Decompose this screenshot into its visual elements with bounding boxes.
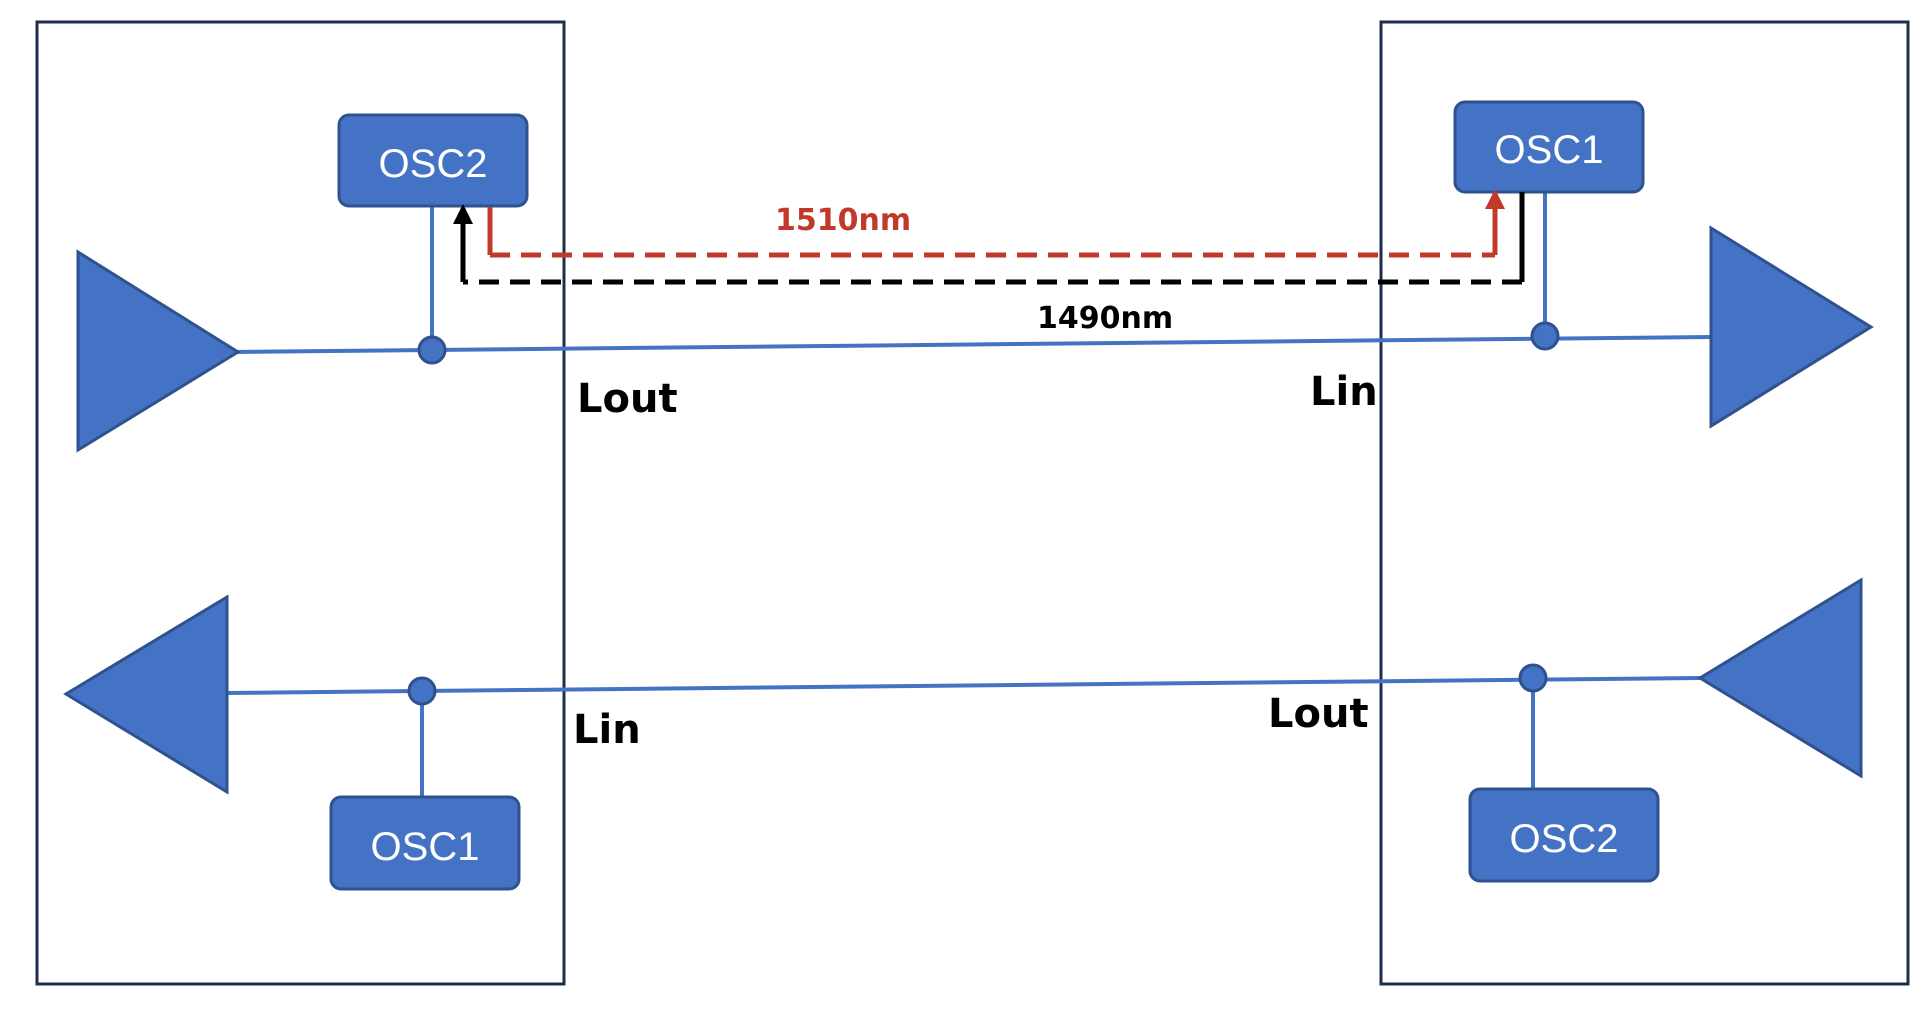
left-osc1-box[interactable]: OSC1 bbox=[329, 795, 521, 891]
right-osc1-box[interactable]: OSC1 bbox=[1453, 100, 1645, 194]
right-site-frame bbox=[1379, 20, 1910, 986]
left-osc1-label: OSC1 bbox=[371, 825, 480, 869]
left-port-lower-label: Lin bbox=[573, 707, 641, 753]
left-upper-amplifier bbox=[76, 249, 241, 453]
left-osc2-label: OSC2 bbox=[379, 142, 488, 186]
right-osc1-label: OSC1 bbox=[1495, 128, 1604, 172]
right-upper-amplifier bbox=[1709, 225, 1874, 429]
wavelength-1510-label: 1510nm bbox=[775, 203, 911, 238]
right-port-lower-label: Lout bbox=[1268, 691, 1369, 737]
left-site-frame bbox=[35, 20, 566, 986]
upper-fiber bbox=[234, 335, 1711, 354]
right-lower-amplifier bbox=[1697, 577, 1863, 779]
right-osc2-box[interactable]: OSC2 bbox=[1468, 787, 1660, 883]
wavelength-1490-label: 1490nm bbox=[1037, 301, 1173, 336]
left-port-upper-label: Lout bbox=[577, 376, 678, 422]
left-lower-tap bbox=[407, 676, 437, 706]
right-port-upper-label: Lin bbox=[1310, 369, 1378, 415]
right-upper-tap bbox=[1530, 321, 1560, 351]
lower-fiber bbox=[224, 676, 1701, 695]
right-lower-tap bbox=[1518, 663, 1548, 693]
right-osc2-label: OSC2 bbox=[1510, 817, 1619, 861]
left-osc2-box[interactable]: OSC2 bbox=[337, 113, 529, 208]
left-lower-amplifier bbox=[63, 594, 229, 795]
left-upper-tap bbox=[417, 335, 447, 365]
